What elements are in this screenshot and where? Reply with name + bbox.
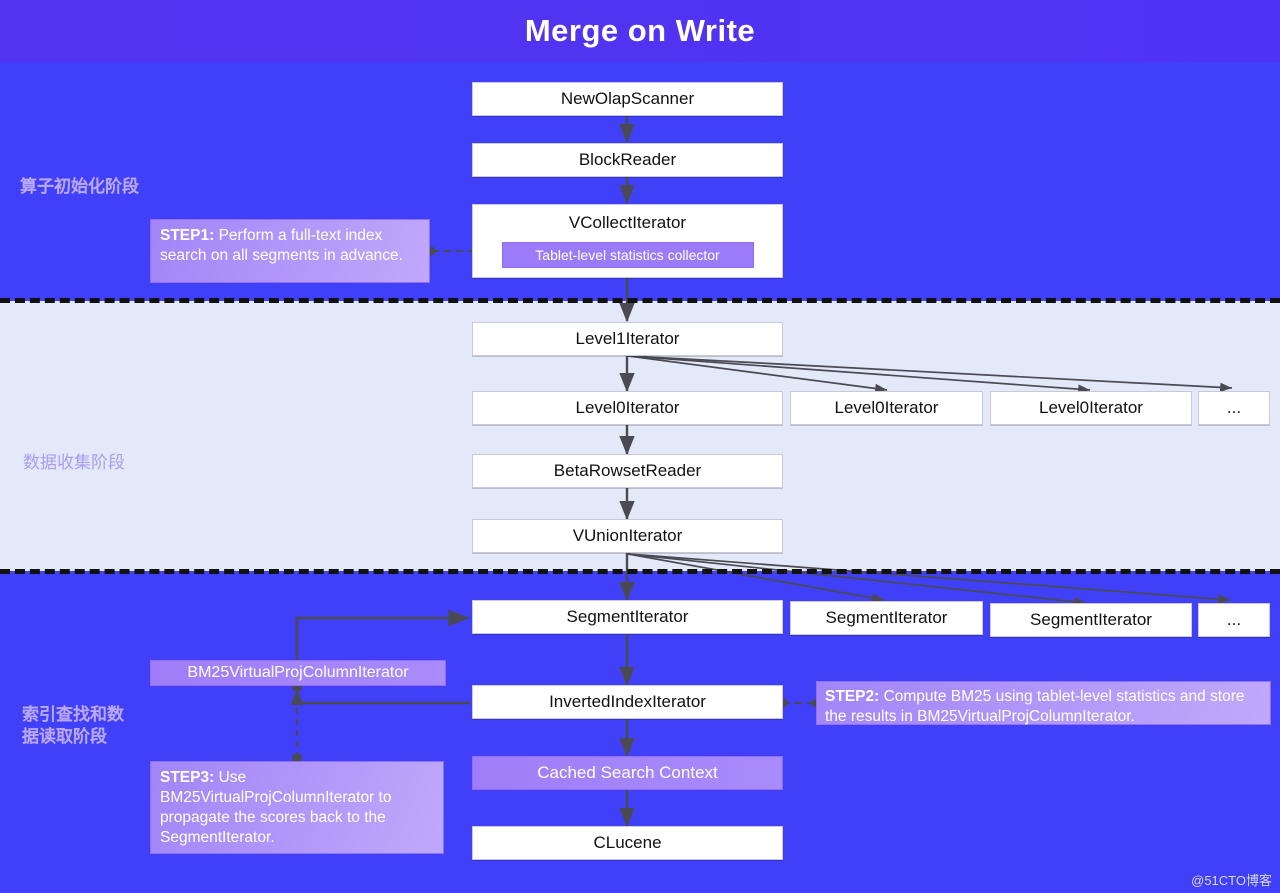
node-bm25-virtual-proj-column-iterator[interactable]: BM25VirtualProjColumnIterator: [150, 660, 446, 686]
phase-divider-1: [0, 298, 1280, 303]
page-title: Merge on Write: [524, 13, 756, 48]
node-cached-search-context[interactable]: Cached Search Context: [472, 756, 783, 790]
note-step3-text: Use BM25VirtualProjColumnIterator to pro…: [160, 769, 392, 846]
node-vcollect-iterator-label: VCollectIterator: [568, 213, 687, 232]
node-clucene[interactable]: CLucene: [472, 826, 783, 860]
diagram-title-bar: Merge on Write: [0, 0, 1280, 62]
watermark: @51CTO博客: [1191, 873, 1272, 888]
note-step1-text: Perform a full-text index search on all …: [160, 227, 403, 264]
phase-divider-2: [0, 569, 1280, 574]
note-step1: STEP1: Perform a full-text index search …: [150, 219, 430, 283]
node-segment-iterator-3[interactable]: SegmentIterator: [990, 603, 1192, 637]
node-level0-ellipsis[interactable]: ...: [1198, 391, 1270, 425]
note-step2-label: STEP2:: [825, 688, 880, 705]
node-vunion-iterator[interactable]: VUnionIterator: [472, 519, 783, 553]
note-step3-label: STEP3:: [160, 769, 215, 786]
node-vcollect-iterator[interactable]: VCollectIterator Tablet-level statistics…: [472, 204, 783, 278]
note-step2-text: Compute BM25 using tablet-level statisti…: [825, 688, 1245, 725]
phase-label-init: 算子初始化阶段: [20, 177, 139, 196]
node-segment-iterator-main[interactable]: SegmentIterator: [472, 600, 783, 634]
node-level1-iterator[interactable]: Level1Iterator: [472, 322, 783, 356]
node-level0-iterator-3[interactable]: Level0Iterator: [990, 391, 1192, 425]
node-level0-iterator-2[interactable]: Level0Iterator: [790, 391, 983, 425]
node-segment-ellipsis[interactable]: ...: [1198, 603, 1270, 637]
chip-tablet-level-statistics-collector[interactable]: Tablet-level statistics collector: [501, 242, 754, 268]
note-step3: STEP3: Use BM25VirtualProjColumnIterator…: [150, 761, 444, 854]
node-level0-iterator-main[interactable]: Level0Iterator: [472, 391, 783, 425]
phase-label-read: 索引查找和数 据读取阶段: [22, 705, 124, 746]
note-step1-label: STEP1:: [160, 227, 215, 244]
node-inverted-index-iterator[interactable]: InvertedIndexIterator: [472, 685, 783, 719]
node-segment-iterator-2[interactable]: SegmentIterator: [790, 601, 983, 635]
node-new-olap-scanner[interactable]: NewOlapScanner: [472, 82, 783, 116]
node-beta-rowset-reader[interactable]: BetaRowsetReader: [472, 454, 783, 488]
phase-label-collect: 数据收集阶段: [23, 453, 125, 472]
note-step2: STEP2: Compute BM25 using tablet-level s…: [816, 681, 1271, 725]
node-block-reader[interactable]: BlockReader: [472, 143, 783, 177]
